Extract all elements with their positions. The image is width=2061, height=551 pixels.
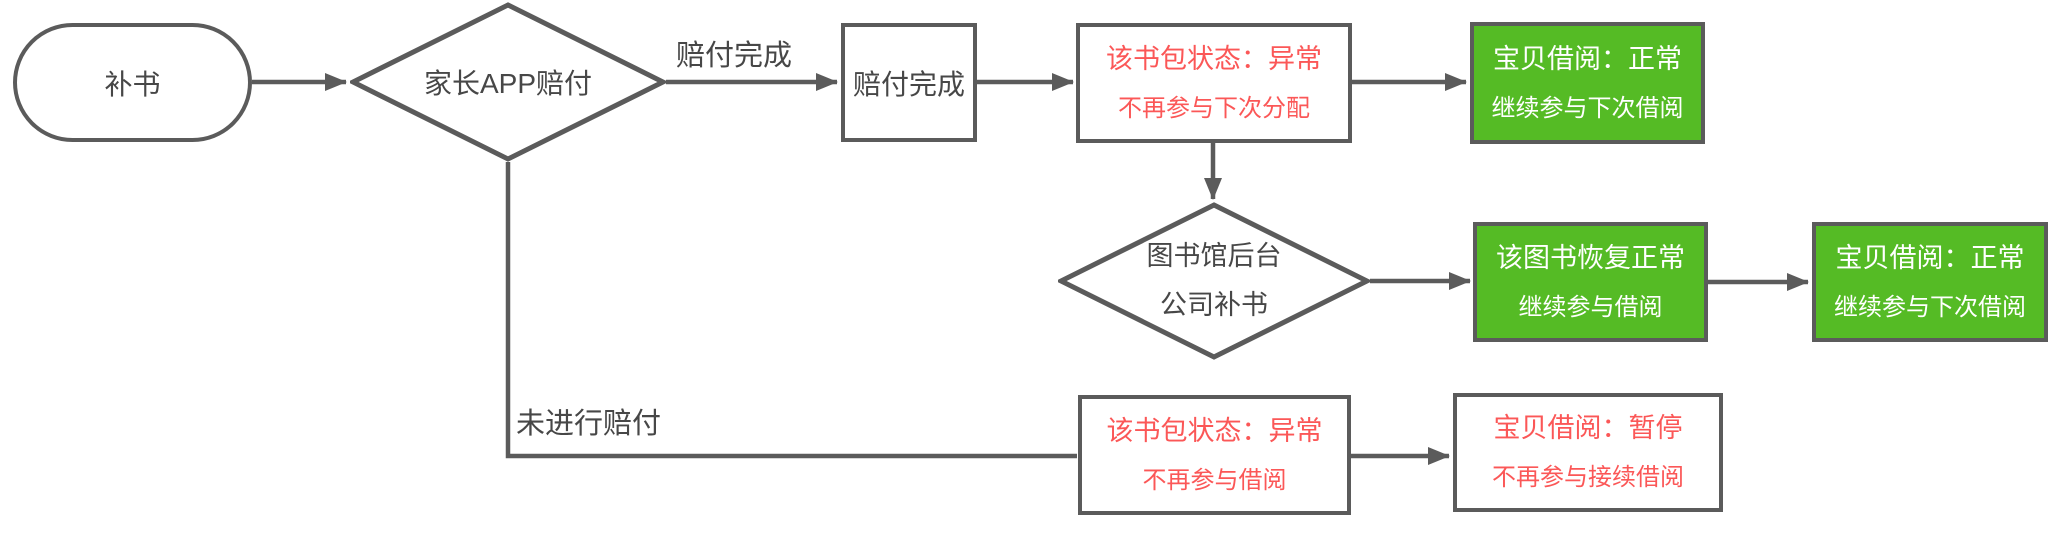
edge-decision1-no-compensation <box>505 162 1077 459</box>
start-node: 补书 <box>13 23 252 142</box>
start-node-label: 补书 <box>104 68 161 100</box>
diamond-shape <box>1058 202 1370 360</box>
node-borrow-normal-1: 宝贝借阅：正常 继续参与下次借阅 <box>1470 22 1705 144</box>
borrow-paused-line2: 不再参与接续借阅 <box>1492 464 1684 492</box>
edge-label-no-compensation: 未进行赔付 <box>516 408 662 440</box>
bag-status-borrow-line2: 不再参与借阅 <box>1142 466 1287 494</box>
node-book-restored: 该图书恢复正常 继续参与借阅 <box>1473 222 1708 342</box>
borrow-normal-2-line1: 宝贝借阅：正常 <box>1835 242 2025 273</box>
node-borrow-normal-2: 宝贝借阅：正常 继续参与下次借阅 <box>1812 222 2048 342</box>
bag-status-borrow-line1: 该书包状态：异常 <box>1106 415 1323 446</box>
decision-parent-app-label: 家长APP赔付 <box>423 68 593 99</box>
borrow-normal-1-line2: 继续参与下次借阅 <box>1491 94 1684 122</box>
decision-parent-app-compensation: 家长APP赔付 <box>350 2 666 162</box>
book-restored-line1: 该图书恢复正常 <box>1496 242 1685 273</box>
decision-library-restock-line2: 公司补书 <box>1160 290 1268 320</box>
borrow-normal-2-line2: 继续参与下次借阅 <box>1834 293 2026 321</box>
process-compensation-complete-label: 赔付完成 <box>852 68 965 100</box>
borrow-normal-1-line1: 宝贝借阅：正常 <box>1493 43 1682 74</box>
edge-label-compensation-complete: 赔付完成 <box>676 40 793 72</box>
borrow-paused-line1: 宝贝借阅：暂停 <box>1493 413 1683 444</box>
diamond-shape <box>350 2 666 162</box>
node-bag-status-abnormal-allocation: 该书包状态：异常 不再参与下次分配 <box>1076 23 1352 143</box>
bag-status-line2: 不再参与下次分配 <box>1118 94 1310 122</box>
bag-status-line1: 该书包状态：异常 <box>1106 43 1322 74</box>
node-borrow-paused: 宝贝借阅：暂停 不再参与接续借阅 <box>1453 393 1723 512</box>
process-compensation-complete: 赔付完成 <box>841 23 977 142</box>
book-restored-line2: 继续参与借阅 <box>1518 293 1663 321</box>
decision-library-restock-line1: 图书馆后台 <box>1146 240 1282 271</box>
node-bag-status-abnormal-borrow: 该书包状态：异常 不再参与借阅 <box>1078 395 1351 515</box>
decision-library-restock: 图书馆后台 公司补书 <box>1058 202 1370 360</box>
